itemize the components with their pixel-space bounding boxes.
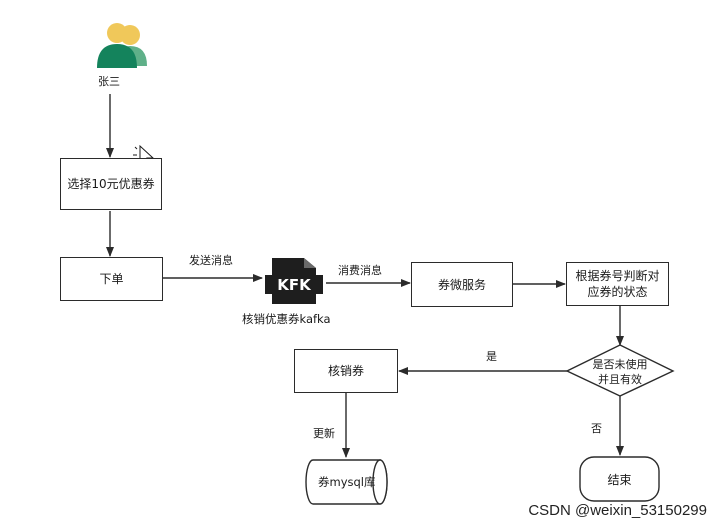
- kafka-label: 核销优惠券kafka: [242, 312, 331, 326]
- place-order-box: 下单: [60, 257, 163, 301]
- db-label: 券mysql库: [318, 475, 376, 489]
- decision-line-1: 是否未使用: [592, 358, 648, 371]
- check-status-line-1: 根据券号判断对: [575, 269, 660, 283]
- kafka-logo-icon: KFK: [265, 258, 323, 304]
- decision-line-2: 并且有效: [598, 373, 642, 386]
- send-message-label: 发送消息: [189, 254, 233, 267]
- check-status-line-2: 应券的状态: [587, 285, 648, 299]
- consume-message-label: 消费消息: [338, 264, 382, 277]
- end-label: 结束: [607, 473, 632, 487]
- update-label: 更新: [313, 427, 335, 440]
- select-coupon-label: 选择10元优惠券: [67, 177, 155, 191]
- redeem-label: 核销券: [327, 364, 364, 378]
- watermark: CSDN @weixin_53150299: [528, 502, 707, 519]
- end-terminal: [579, 456, 660, 502]
- place-order-label: 下单: [99, 272, 124, 286]
- redeem-box: 核销券: [294, 349, 398, 393]
- decision-text: 是否未使用 并且有效: [590, 357, 650, 387]
- no-label: 否: [591, 422, 602, 435]
- coupon-service-label: 券微服务: [437, 277, 486, 292]
- check-status-box: 根据券号判断对 应券的状态: [566, 262, 669, 306]
- select-coupon-box: 选择10元优惠券: [60, 158, 162, 210]
- decision-diamond: [565, 344, 675, 397]
- coupon-service-box: 券微服务: [411, 262, 513, 307]
- yes-label: 是: [486, 350, 497, 363]
- user-icon: [97, 23, 147, 68]
- svg-text:KFK: KFK: [277, 276, 312, 294]
- user-name: 张三: [98, 75, 120, 88]
- database-cylinder: [305, 459, 388, 505]
